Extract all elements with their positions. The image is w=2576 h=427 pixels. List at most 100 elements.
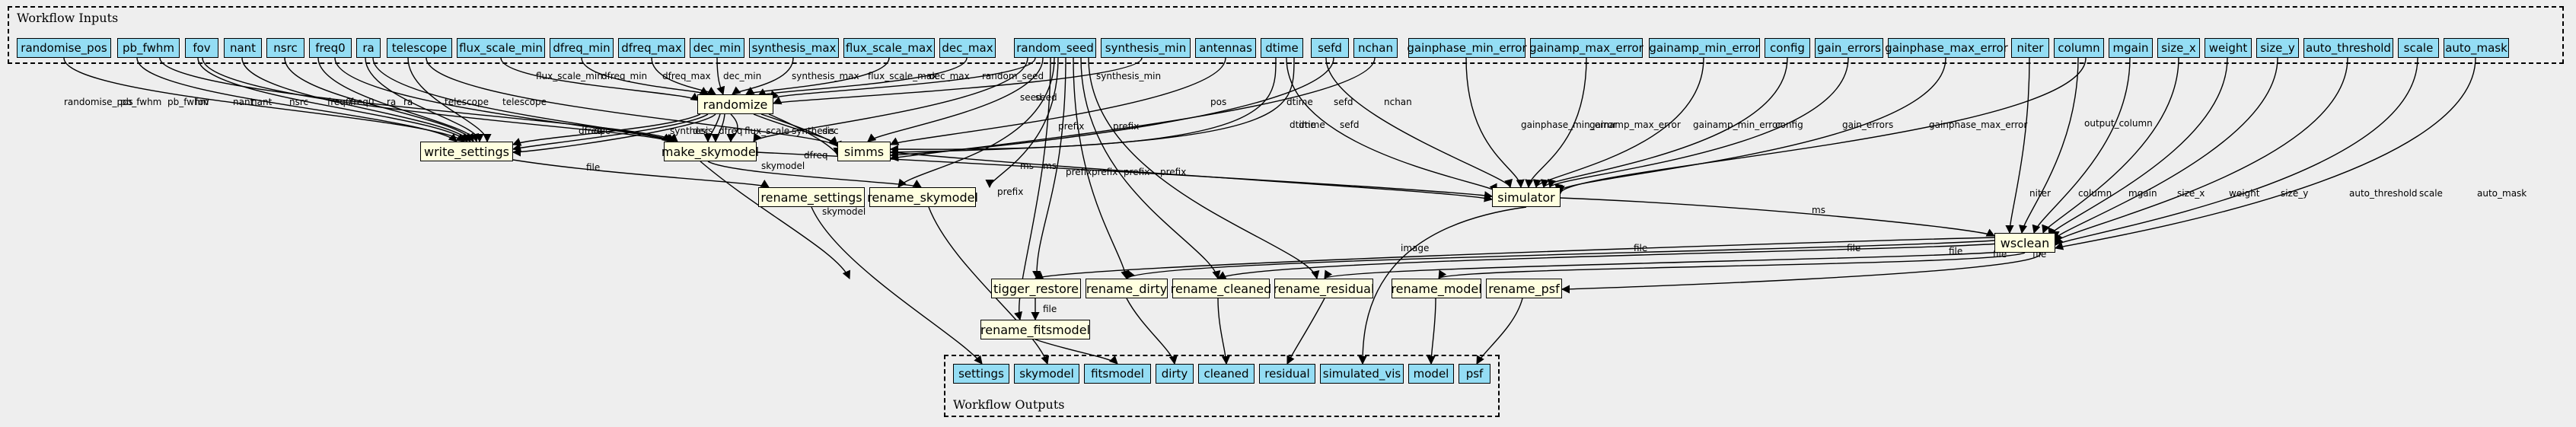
edge-label-nant: nant <box>251 97 273 107</box>
input-size-y[interactable]: size_y <box>2256 38 2299 58</box>
input-flux-scale-max[interactable]: flux_scale_max <box>843 38 935 58</box>
input-flux-scale-min[interactable]: flux_scale_min <box>457 38 545 58</box>
edge-r_flux_scale <box>726 113 738 143</box>
input-auto-mask[interactable]: auto_mask <box>2444 38 2509 58</box>
output-simulated-vis[interactable]: simulated_vis <box>1320 364 1404 384</box>
input-gainphase-max-error[interactable]: gainphase_max_error <box>1885 38 2008 58</box>
input-auto-threshold[interactable]: auto_threshold <box>2303 38 2393 58</box>
input-fov[interactable]: fov <box>185 38 218 58</box>
input-niter[interactable]: niter <box>2011 38 2049 58</box>
input-gainamp-min-error[interactable]: gainamp_min_error <box>1649 38 1760 58</box>
edge-nant <box>202 57 671 142</box>
input-randomise-pos[interactable]: randomise_pos <box>17 38 111 58</box>
step-wsclean[interactable]: wsclean <box>1994 233 2055 253</box>
step-write-settings[interactable]: write_settings <box>420 142 513 161</box>
edge-label-freq0_a: freq0 <box>327 97 352 107</box>
edge-label-r_flux_scale: flux_scale <box>744 126 789 136</box>
input-synthesis-max[interactable]: synthesis_max <box>749 38 839 58</box>
edge-label-r_dfreq_c: dfreq <box>804 150 828 161</box>
edge-label-sefd_b: sefd <box>1340 119 1359 130</box>
edge-link-79 <box>1126 298 1178 365</box>
edge-label-tr_file: file <box>1043 304 1057 314</box>
step-rename-model[interactable]: rename_model <box>1391 279 1482 298</box>
output-fitsmodel[interactable]: fitsmodel <box>1084 364 1151 384</box>
edge-label-pb_fwhm_b: pb_fwhm <box>167 97 209 107</box>
input-gainphase-min-error[interactable]: gainphase_min_error <box>1407 38 1527 58</box>
edge-flux_scale_max <box>745 57 890 95</box>
input-sefd[interactable]: sefd <box>1311 38 1349 58</box>
input-dfreq-min[interactable]: dfreq_min <box>550 38 614 58</box>
edge-label-scale: scale <box>2419 188 2443 199</box>
edge-r_dec_b <box>703 113 721 143</box>
edge-niter <box>2005 57 2030 234</box>
step-rename-skymodel[interactable]: rename_skymodel <box>867 187 978 207</box>
edge-label-synthesis_min: synthesis_min <box>1096 71 1161 81</box>
edge-label-dfreq_min: dfreq_min <box>601 71 647 81</box>
edge-ms_skymodel_b <box>700 161 851 280</box>
input-nchan[interactable]: nchan <box>1353 38 1398 58</box>
input-gainamp-max-error[interactable]: gainamp_max_error <box>1529 38 1643 58</box>
step-rename-dirty[interactable]: rename_dirty <box>1086 279 1168 298</box>
edge-label-mgain: mgain <box>2128 188 2157 199</box>
input-telescope[interactable]: telescope <box>387 38 452 58</box>
step-rename-psf[interactable]: rename_psf <box>1486 279 1562 298</box>
step-make-skymodel[interactable]: make_skymodel <box>662 142 759 161</box>
edge-label-config: config <box>1775 119 1803 130</box>
edge-label-r_synthesis_a: synthesis <box>670 126 713 136</box>
edge-telescope_b <box>426 57 838 147</box>
edge-freq0_a <box>317 57 480 143</box>
input-dec-max[interactable]: dec_max <box>939 38 996 58</box>
output-cleaned[interactable]: cleaned <box>1198 364 1255 384</box>
input-dec-min[interactable]: dec_min <box>690 38 744 58</box>
input-ra[interactable]: ra <box>356 38 381 58</box>
edge-label-gainphase_max_error: gainphase_max_error <box>1929 119 2027 130</box>
edge-column <box>2019 57 2079 234</box>
input-nant[interactable]: nant <box>224 38 262 58</box>
edge-r_dec_a <box>512 113 709 152</box>
step-rename-fitsmodel[interactable]: rename_fitsmodel <box>980 320 1090 339</box>
step-tigger-restore[interactable]: tigger_restore <box>991 279 1081 298</box>
output-settings[interactable]: settings <box>953 364 1009 384</box>
input-mgain[interactable]: mgain <box>2109 38 2153 58</box>
step-simms[interactable]: simms <box>837 142 891 161</box>
input-dtime[interactable]: dtime <box>1261 38 1303 58</box>
edge-label-ra_b: ra <box>403 97 413 107</box>
input-nsrc[interactable]: nsrc <box>266 38 304 58</box>
edge-file_5 <box>1561 252 2041 294</box>
input-column[interactable]: column <box>2054 38 2104 58</box>
step-randomize[interactable]: randomize <box>697 94 773 114</box>
output-model[interactable]: model <box>1408 364 1454 384</box>
input-weight[interactable]: weight <box>2205 38 2252 58</box>
edge-label-file_1: file <box>1634 243 1647 253</box>
input-antennas[interactable]: antennas <box>1195 38 1256 58</box>
edge-label-dtime_b: dtime <box>1290 119 1316 130</box>
step-rename-settings[interactable]: rename_settings <box>758 187 865 207</box>
input-freq0[interactable]: freq0 <box>309 38 352 58</box>
edge-label-sefd_a: sefd <box>1334 97 1353 107</box>
step-rename-cleaned[interactable]: rename_cleaned <box>1171 279 1271 298</box>
edge-label-gainphase_min_error: gainphase_min_error <box>1521 119 1617 130</box>
input-size-x[interactable]: size_x <box>2157 38 2200 58</box>
edge-dtime_b <box>1286 57 1497 193</box>
input-synthesis-min[interactable]: synthesis_min <box>1101 38 1191 58</box>
edge-label-telescope_b: telescope <box>502 97 547 107</box>
edge-mgain <box>2032 57 2131 234</box>
edge-label-r_dfreq_b: dfreq <box>719 126 743 136</box>
step-rename-residual[interactable]: rename_residual <box>1274 279 1374 298</box>
input-dfreq-max[interactable]: dfreq_max <box>618 38 685 58</box>
edge-label-image: image <box>1401 243 1429 253</box>
edge-label-r_dec_c: dec <box>822 126 839 136</box>
input-config[interactable]: config <box>1765 38 1810 58</box>
edge-pos <box>889 57 1226 145</box>
input-random-seed[interactable]: random_seed <box>1014 38 1096 58</box>
output-psf[interactable]: psf <box>1459 364 1490 384</box>
output-skymodel[interactable]: skymodel <box>1014 364 1079 384</box>
input-pb-fwhm[interactable]: pb_fwhm <box>117 38 180 58</box>
output-dirty[interactable]: dirty <box>1156 364 1194 384</box>
input-gain-errors[interactable]: gain_errors <box>1815 38 1883 58</box>
input-scale[interactable]: scale <box>2398 38 2439 58</box>
edge-label-freq0_b: freq0 <box>350 97 375 107</box>
output-residual[interactable]: residual <box>1259 364 1315 384</box>
step-simulator[interactable]: simulator <box>1492 187 1561 207</box>
edge-label-ws_file: file <box>586 162 600 173</box>
